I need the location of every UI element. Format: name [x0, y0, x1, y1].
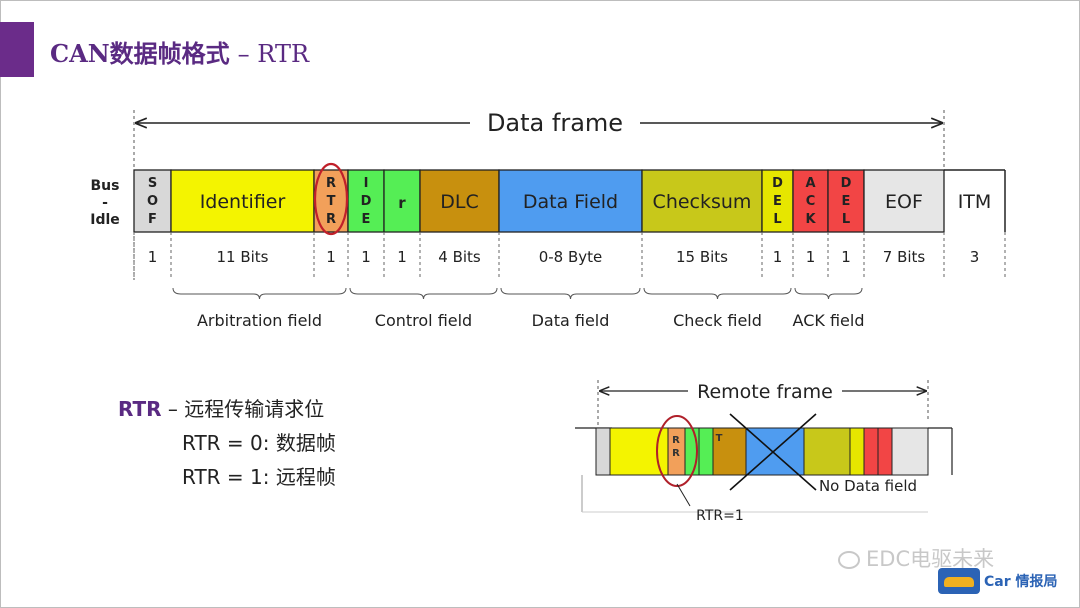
group-label: Control field — [375, 311, 472, 330]
field-label: Checksum — [653, 191, 752, 213]
bit-count: 11 Bits — [216, 248, 268, 266]
group-arbitration-field: Arbitration field — [172, 287, 347, 330]
car-logo-icon — [938, 568, 980, 594]
svg-text:R: R — [672, 448, 680, 459]
data-frame-label: Data frame — [487, 109, 623, 137]
bit-count: 1 — [397, 248, 407, 266]
field-label: ITM — [958, 191, 992, 213]
field-ide: IDE — [347, 169, 385, 233]
remote-frame-diagram: Remote frame R R T No Data field RTR=1 — [575, 380, 953, 524]
field-identifier: Identifier — [170, 169, 315, 233]
bit-count: 1 — [806, 248, 816, 266]
bit-count: 0-8 Byte — [539, 248, 603, 266]
logo: Car 情报局 — [938, 568, 1058, 596]
svg-text:Bus: Bus — [91, 178, 120, 194]
svg-text:T: T — [716, 433, 723, 444]
cross-out-line — [729, 413, 817, 491]
field-label: Identifier — [200, 191, 286, 213]
field-letter: T — [327, 194, 336, 209]
field-ack: ACK — [792, 169, 829, 233]
field-r: r — [383, 169, 421, 233]
bit-count: 7 Bits — [883, 248, 926, 266]
field-letter: R — [326, 176, 336, 191]
field-letter: S — [148, 176, 157, 191]
field-letter: C — [806, 194, 816, 209]
field-del: DEL — [761, 169, 794, 233]
field-letter: D — [772, 176, 783, 191]
field-letter: D — [841, 176, 852, 191]
watermark: EDC电驱未来 — [838, 543, 994, 573]
field-dlc: DLC — [419, 169, 500, 233]
bit-count: 1 — [326, 248, 336, 266]
rtr-1-note: RTR=1 — [696, 508, 744, 524]
group-label: ACK field — [793, 311, 865, 330]
bus-idle-label: Bus - Idle — [90, 178, 120, 228]
rtr-key: RTR — [118, 397, 162, 421]
rtr-meaning: – 远程传输请求位 — [161, 397, 325, 421]
field-groups: Arbitration field Control field Data field… — [172, 287, 865, 330]
field-letter: L — [773, 212, 781, 227]
field-checksum: Checksum — [641, 169, 763, 233]
bit-count: 3 — [970, 248, 980, 266]
rtr-description: RTR – 远程传输请求位 RTR = 0: 数据帧 RTR = 1: 远程帧 — [118, 392, 336, 494]
rtr-1-line: RTR = 1: 远程帧 — [182, 465, 336, 489]
field-letter: L — [842, 212, 850, 227]
bit-count: 1 — [148, 248, 158, 266]
remote-rtr-highlight — [656, 415, 698, 487]
field-letter: E — [773, 194, 782, 209]
field-itm: ITM — [944, 169, 1006, 232]
group-ack-field: ACK field — [793, 287, 865, 330]
field-label: Data Field — [523, 191, 618, 213]
field-letter: O — [147, 194, 158, 209]
field-letter: A — [805, 176, 815, 191]
group-control-field: Control field — [349, 287, 498, 330]
data-frame-span: Data frame — [133, 109, 945, 280]
field-letter: E — [362, 212, 371, 227]
svg-text:Idle: Idle — [90, 212, 120, 228]
svg-text:R: R — [672, 435, 680, 446]
field-label: DLC — [440, 191, 478, 213]
field-sof: SOF — [133, 169, 172, 233]
wechat-icon — [838, 551, 860, 569]
slide-title: CAN数据帧格式– RTR — [50, 34, 309, 69]
bit-count: 15 Bits — [676, 248, 728, 266]
bit-count: 4 Bits — [438, 248, 481, 266]
title-accent-bar — [0, 22, 34, 77]
field-data-field: Data Field — [498, 169, 643, 233]
rtr-0-line: RTR = 0: 数据帧 — [182, 431, 336, 455]
group-label: Arbitration field — [197, 311, 322, 330]
field-letter: F — [148, 212, 157, 227]
title-suffix: – RTR — [237, 40, 310, 68]
logo-text: Car 情报局 — [984, 574, 1058, 590]
field-bit-counts: 1 11 Bits 1 1 1 4 Bits 0-8 Byte 15 Bits 1 1 1 7 Bit… — [133, 232, 1006, 280]
title-main: CAN数据帧格式 — [50, 39, 230, 68]
group-check-field: Check field — [643, 287, 792, 330]
field-eof: EOF — [863, 169, 945, 233]
group-label: Data field — [532, 311, 610, 330]
svg-text:-: - — [102, 195, 108, 211]
field-letter: K — [805, 212, 816, 227]
rtr-highlight-circle — [313, 162, 349, 236]
field-letter: I — [364, 176, 369, 191]
no-data-field-label: No Data field — [819, 477, 917, 495]
field-del: DEL — [827, 169, 865, 233]
field-label: EOF — [885, 191, 923, 213]
group-label: Check field — [673, 311, 762, 330]
group-data-field: Data field — [500, 287, 641, 330]
remote-frame-label: Remote frame — [697, 381, 833, 403]
field-rtr: RTR — [313, 169, 349, 233]
bit-count: 1 — [361, 248, 371, 266]
watermark-text: EDC电驱未来 — [866, 547, 995, 571]
field-letter: E — [842, 194, 851, 209]
bit-count: 1 — [841, 248, 851, 266]
field-letter: D — [361, 194, 372, 209]
field-label: r — [398, 194, 406, 212]
field-letter: R — [326, 212, 336, 227]
bit-count: 1 — [773, 248, 783, 266]
